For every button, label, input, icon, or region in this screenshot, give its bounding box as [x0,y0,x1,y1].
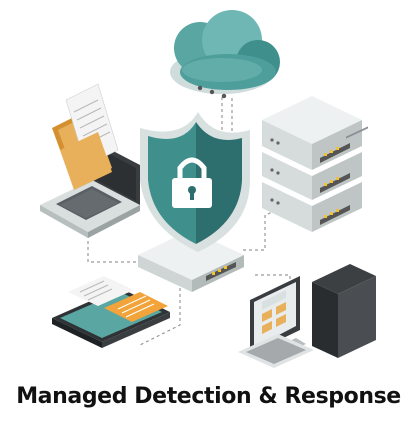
desktop-computer-icon [238,126,376,368]
security-shield-lock-icon [138,112,250,292]
cloud-icon [170,10,280,99]
illustration-scene [40,10,376,368]
page-title: Managed Detection & Response [16,384,401,409]
laptop-with-documents-icon [40,83,140,238]
server-rack-icon [262,96,362,232]
tablet-with-documents-icon [52,276,170,348]
